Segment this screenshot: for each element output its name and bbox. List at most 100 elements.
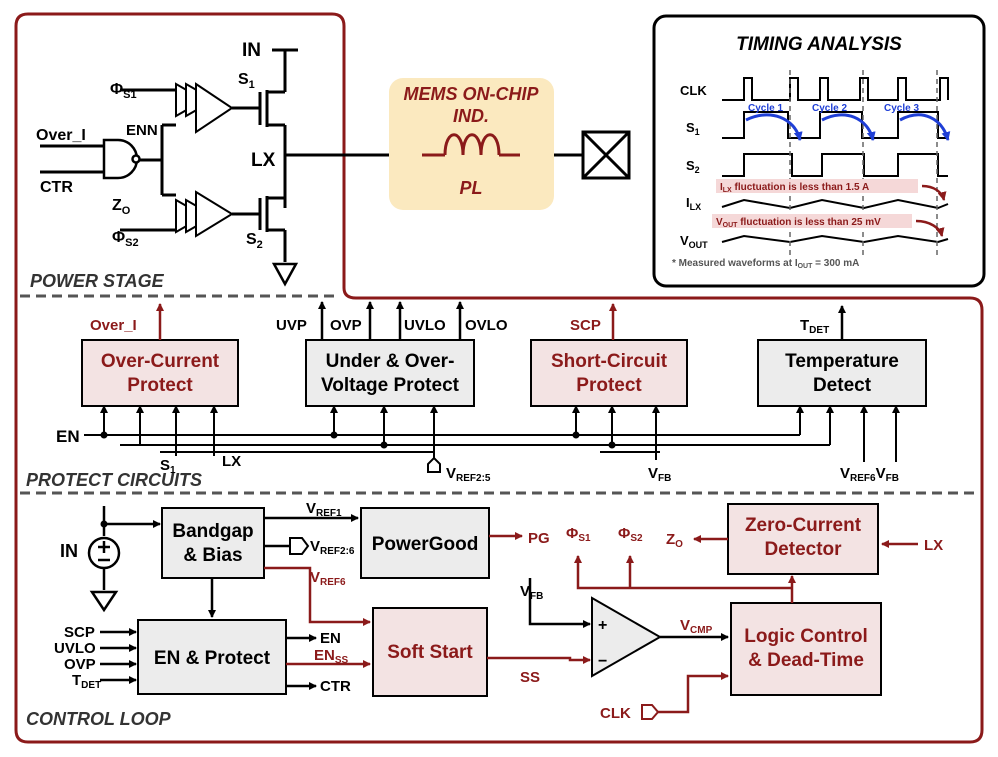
power-stage-title: POWER STAGE [30,271,165,291]
ctrl-enss-label: EN [314,647,335,664]
vref26-sub: REF2:6 [320,546,355,557]
driver-top [175,82,234,134]
in-label: IN [242,40,261,61]
svg-text:S1: S1 [686,120,700,137]
ilx-waveform [721,198,949,210]
timing-s1-sub: 1 [695,127,700,137]
temperature-detect-box [757,339,927,407]
svg-text:VREF2:5: VREF2:5 [446,465,491,484]
timing-vout-label: V [680,233,689,248]
cycle3-label: Cycle 3 [884,103,919,114]
temp-line2: Detect [813,375,872,396]
scp-line1: Short-Circuit [551,351,668,372]
ctrl-tdet-label: T [72,672,81,689]
powergood-box [360,507,490,579]
uvp-line1: Under & Over- [326,351,455,372]
vref25-port-icon [427,456,441,473]
ctrl-vfb-sub: FB [530,591,543,602]
protect-vref6-sub: REF6 [850,473,876,484]
ctrl-zo-sub: O [675,539,683,550]
en-protect-box [137,619,287,695]
ctrl-uvlo-label: UVLO [54,640,96,657]
svg-text:VREF6VFB: VREF6VFB [840,465,899,484]
output-pad-icon [581,130,631,180]
pg-label: PG [528,530,550,547]
mems-inductor-box [389,78,554,210]
bus-junction-dots [100,431,616,449]
in-voltage-source-icon [87,506,161,613]
bandgap-line1: Bandgap [172,521,253,542]
ctrl-ctr-label: CTR [320,678,351,695]
soft-start-box [372,607,488,697]
logic-line2: & Dead-Time [748,650,864,671]
control-in-label: IN [60,541,78,561]
ctrl-vfb-label: V [520,583,530,600]
en-protect-label: EN & Protect [154,648,271,669]
s2-label: S [246,231,257,248]
ilx-note-a: I [720,182,723,193]
driver-bottom [175,190,234,238]
svg-text:VREF1: VREF1 [306,500,342,519]
protect-vfb-label: V [648,465,658,482]
ctrl-phi-s1-label: Φ [566,525,578,542]
svg-text:TDET: TDET [800,317,829,336]
ctrl-scp-label: SCP [64,624,95,641]
footnote-text: = 300 mA [812,258,859,269]
logic-line1: Logic Control [744,626,867,647]
zcd-line2: Detector [764,539,842,560]
clk-port-icon [641,704,660,720]
ss-label: SS [520,669,540,686]
ocp-output-label: Over_I [90,317,137,334]
svg-text:TDET: TDET [72,672,101,691]
ctrl-phi-s1-sub: S1 [578,533,591,544]
note-arrows [915,184,947,237]
inductor-title-line2: IND. [453,106,489,126]
protect-vfb-sub: FB [658,473,671,484]
zo-label: Z [112,197,122,214]
s1-label: S [238,71,249,88]
protect-s1-sub: 1 [170,465,176,476]
power-stage [40,48,583,262]
svg-text:S1: S1 [238,71,255,91]
bandgap-line2: & Bias [183,545,242,566]
ovlo-label: OVLO [465,317,508,334]
protect-vref25-sub: REF2:5 [456,473,491,484]
nand-gate [102,138,141,180]
clk-waveform [722,77,949,101]
comparator-plus: + [598,617,607,634]
svg-text:ILX fluctuation is less than 1: ILX fluctuation is less than 1.5 A [720,182,869,194]
svg-text:VCMP: VCMP [680,617,713,636]
vout-note-a: V [716,217,723,228]
comparator-minus: − [598,653,607,670]
short-circuit-protect-box [530,339,688,407]
bandgap-bias-box [161,507,265,579]
protect-vref6-label: V [840,465,850,482]
timing-analysis-title: TIMING ANALYSIS [736,34,902,55]
protect-en-label: EN [56,427,80,446]
vref1-sub: REF1 [316,508,342,519]
svg-text:S2: S2 [246,231,263,251]
svg-text:ZO: ZO [666,531,683,550]
svg-text:ILX: ILX [686,195,701,212]
control-wires-black [100,514,729,690]
vref1-label: V [306,500,316,517]
vcmp-label: V [680,617,690,634]
phi-s2-label: Φ [112,229,125,246]
temp-line1: Temperature [785,351,899,372]
svg-text:VREF6: VREF6 [310,569,346,588]
ctrl-clk-label: CLK [600,705,631,722]
svg-text:ENSS: ENSS [314,647,349,666]
cycle1-label: Cycle 1 [748,103,783,114]
phi-s2-sub: S2 [125,237,138,249]
cycle-arrows [745,113,951,141]
svg-text:VFB: VFB [648,465,671,484]
scp-output-label: SCP [570,317,601,334]
svg-text:ΦS2: ΦS2 [112,229,139,249]
ctrl-lx-label: LX [924,537,943,554]
vout-note-sub: OUT [723,222,739,229]
phi-s1-label: Φ [110,81,123,98]
ilx-note-sub: LX [723,187,732,194]
protect-bus-lines [84,405,900,462]
protect-vref25-label: V [446,465,456,482]
